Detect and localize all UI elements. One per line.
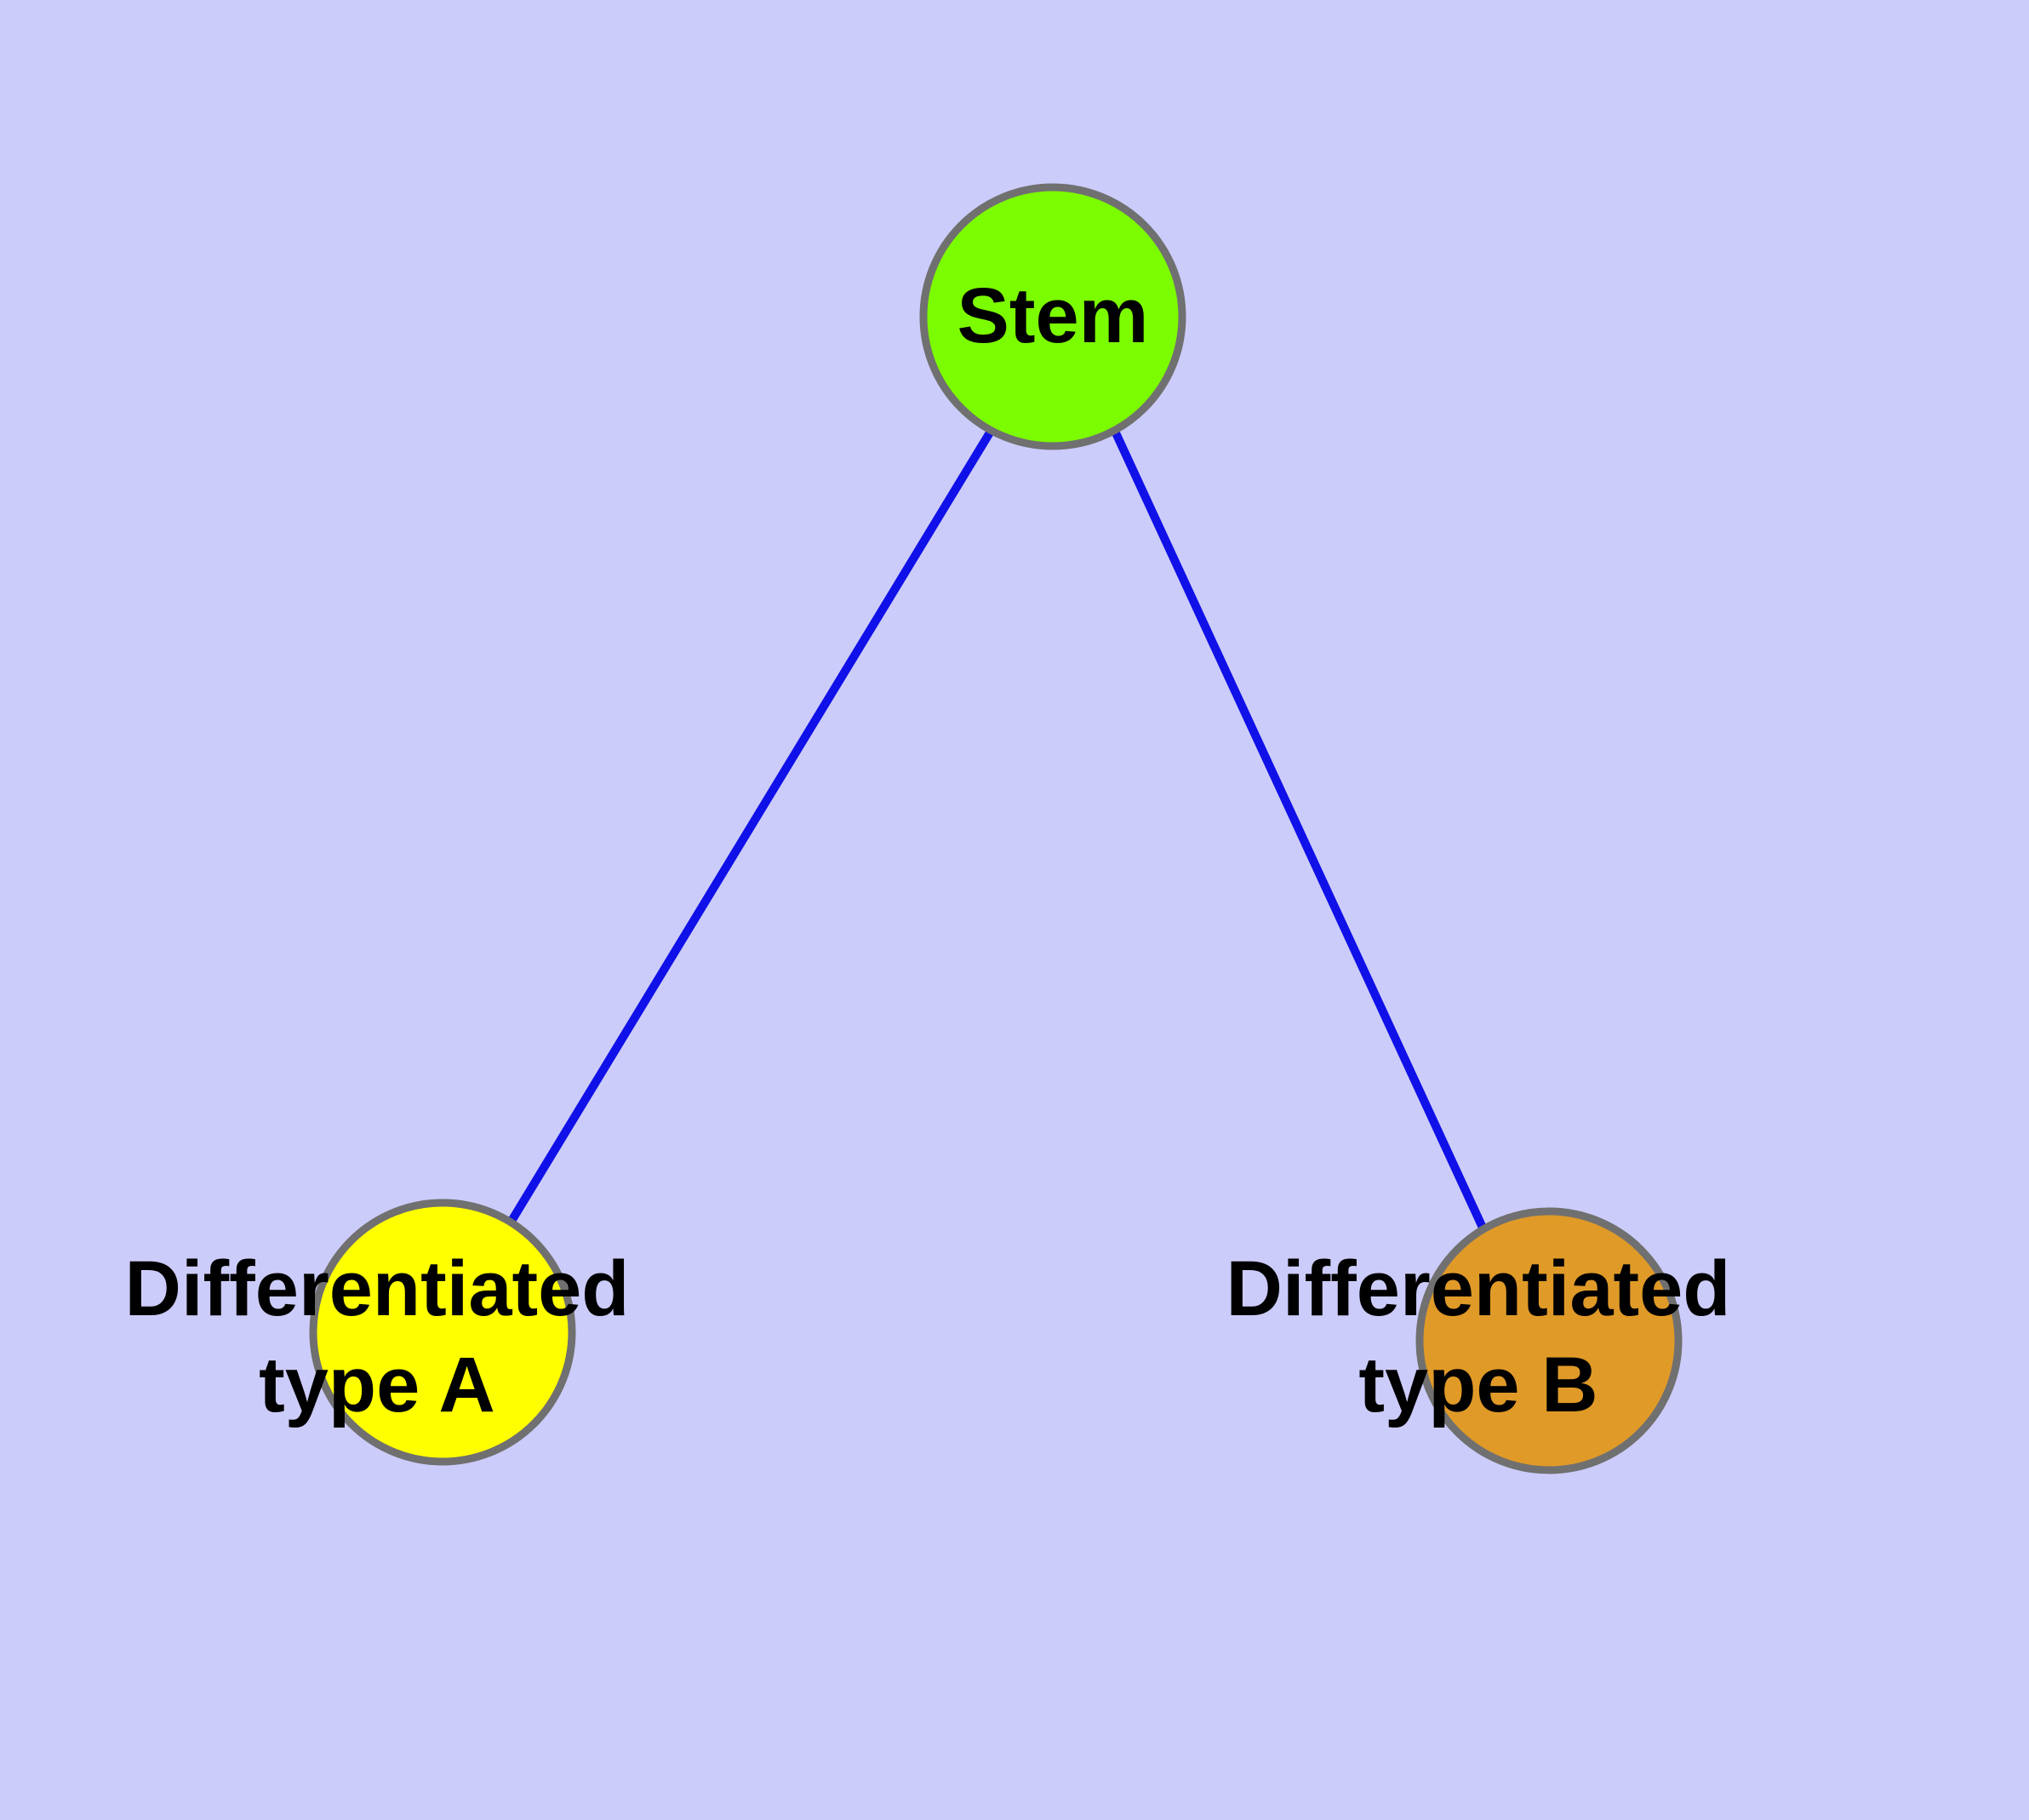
node-differentiated-type-a-circle[interactable] [309,1199,576,1466]
node-stem[interactable]: Stem [919,183,1186,450]
node-differentiated-type-b-label: Differentiated type B [1226,1245,1731,1428]
node-layer: Stem Differentiated type A Differentiated… [125,183,1731,1474]
node-stem-label: Stem [957,272,1149,359]
node-label-line: Differentiated [125,1245,630,1332]
node-label-line: Differentiated [1226,1245,1731,1332]
node-differentiated-type-a[interactable]: Differentiated type A [125,1199,630,1466]
node-label-line: type A [259,1342,495,1428]
node-differentiated-type-a-label: Differentiated type A [125,1245,630,1428]
node-label-line: Stem [957,272,1149,359]
edge-layer [506,423,1487,1230]
node-stem-circle[interactable] [919,183,1186,450]
edge-stem-to-differentiated-type-a [506,423,998,1225]
edge-stem-to-differentiated-type-b [1109,425,1487,1230]
node-differentiated-type-b-circle[interactable] [1415,1207,1683,1474]
node-label-line: type B [1358,1342,1597,1428]
node-differentiated-type-b[interactable]: Differentiated type B [1226,1207,1731,1474]
